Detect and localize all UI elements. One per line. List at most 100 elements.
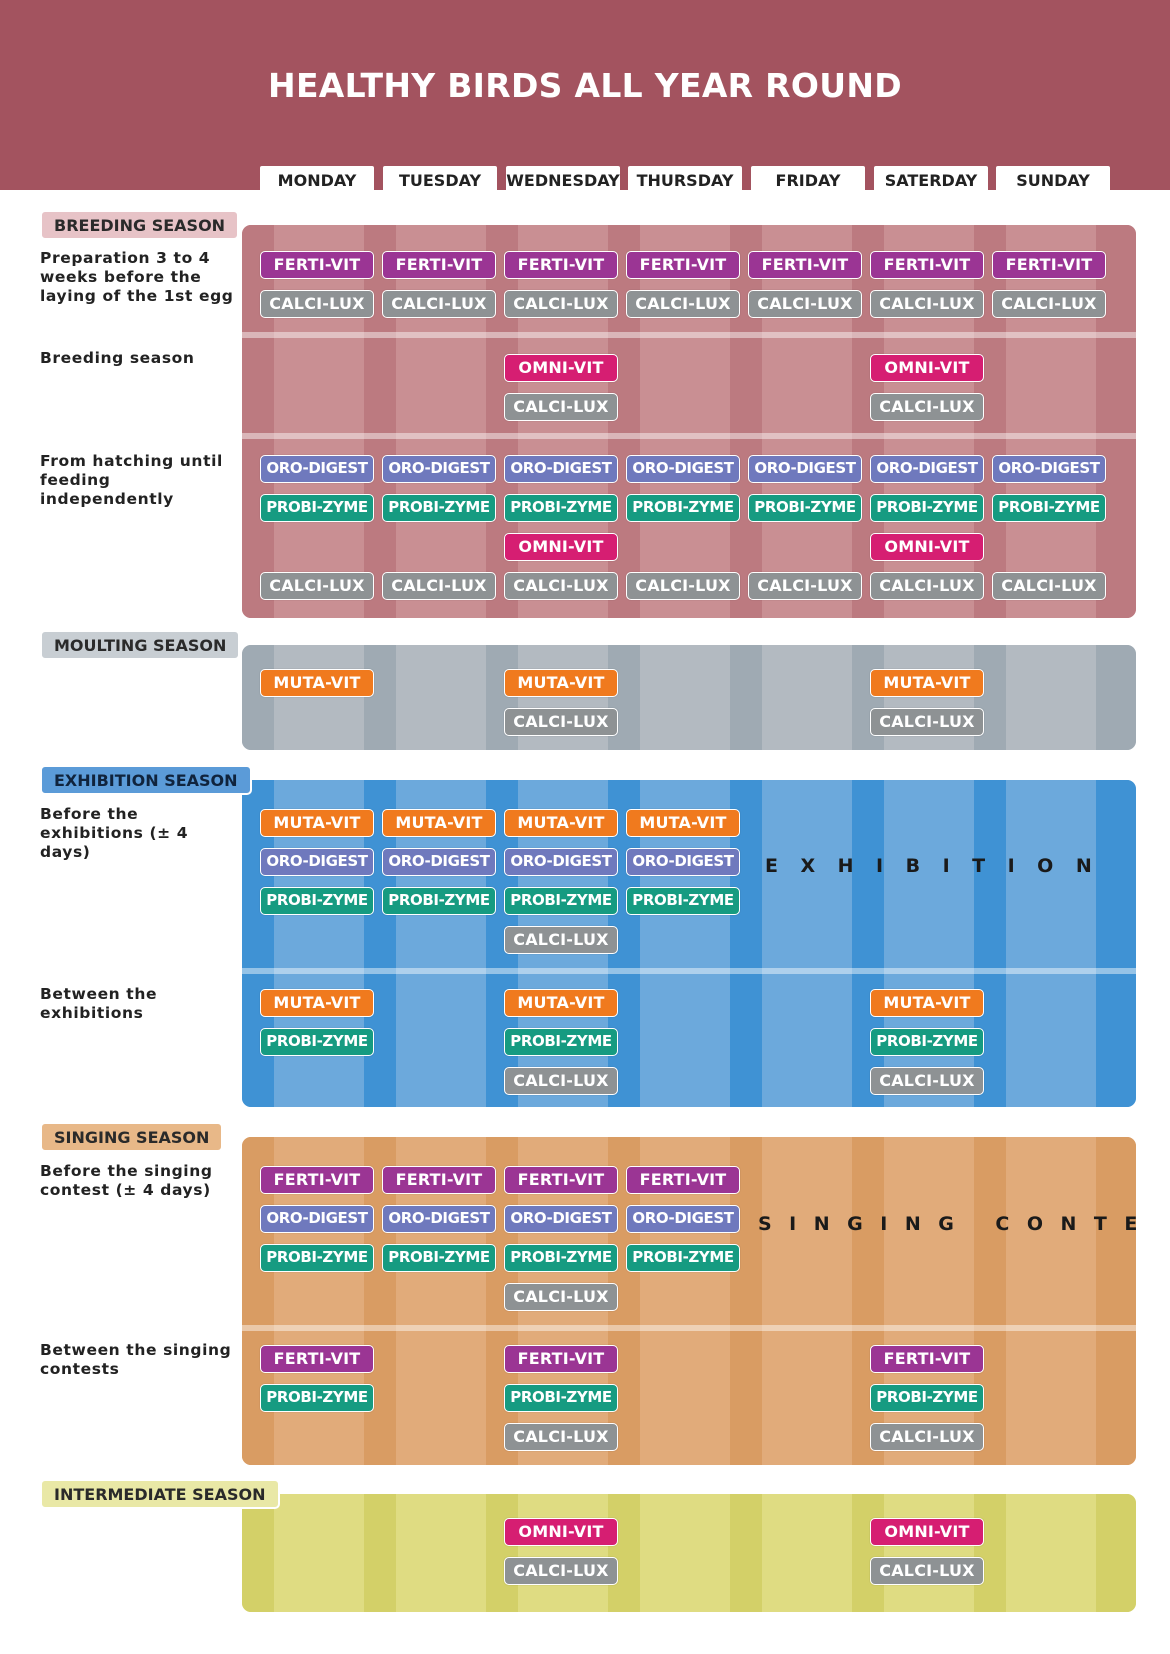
row-label-between-singing: Between the singing contests	[40, 1341, 232, 1378]
product-chip-calci-lux: CALCI-LUX	[504, 1423, 618, 1451]
product-chip-muta-vit: MUTA-VIT	[260, 989, 374, 1017]
product-chip-ferti-vit: FERTI-VIT	[626, 1166, 740, 1194]
product-chip-omni-vit: OMNI-VIT	[870, 533, 984, 561]
product-chip-probi-zyme: PROBI-ZYME	[504, 494, 618, 522]
day-header-monday: MONDAY	[260, 166, 374, 194]
product-chip-ferti-vit: FERTI-VIT	[748, 251, 862, 279]
product-chip-probi-zyme: PROBI-ZYME	[260, 1028, 374, 1056]
product-chip-ferti-vit: FERTI-VIT	[992, 251, 1106, 279]
product-chip-oro-digest: ORO-DIGEST	[626, 455, 740, 483]
product-chip-probi-zyme: PROBI-ZYME	[992, 494, 1106, 522]
product-chip-muta-vit: MUTA-VIT	[504, 669, 618, 697]
day-column-stripe	[364, 645, 396, 750]
product-chip-probi-zyme: PROBI-ZYME	[504, 1244, 618, 1272]
product-chip-muta-vit: MUTA-VIT	[382, 809, 496, 837]
product-chip-oro-digest: ORO-DIGEST	[870, 455, 984, 483]
product-chip-probi-zyme: PROBI-ZYME	[382, 1244, 496, 1272]
row-label-between-exhibitions: Between the exhibitions	[40, 985, 158, 1022]
product-chip-probi-zyme: PROBI-ZYME	[748, 494, 862, 522]
product-chip-probi-zyme: PROBI-ZYME	[870, 1028, 984, 1056]
day-column-stripe	[852, 1494, 884, 1612]
product-chip-calci-lux: CALCI-LUX	[382, 572, 496, 600]
day-column-stripe	[242, 225, 274, 618]
row-divider	[30, 968, 236, 972]
row-divider	[30, 435, 236, 439]
day-column-stripe	[852, 1137, 884, 1465]
product-chip-probi-zyme: PROBI-ZYME	[260, 1384, 374, 1412]
intermediate-season-label: INTERMEDIATE SEASON	[40, 1479, 280, 1509]
product-chip-muta-vit: MUTA-VIT	[870, 669, 984, 697]
product-chip-probi-zyme: PROBI-ZYME	[260, 1244, 374, 1272]
product-chip-probi-zyme: PROBI-ZYME	[870, 494, 984, 522]
row-divider	[30, 333, 236, 337]
product-chip-calci-lux: CALCI-LUX	[504, 708, 618, 736]
product-chip-oro-digest: ORO-DIGEST	[504, 848, 618, 876]
moulting-season-label: MOULTING SEASON	[40, 630, 241, 660]
day-column-stripe	[608, 1494, 640, 1612]
product-chip-calci-lux: CALCI-LUX	[870, 1067, 984, 1095]
product-chip-calci-lux: CALCI-LUX	[992, 572, 1106, 600]
product-chip-calci-lux: CALCI-LUX	[504, 290, 618, 318]
day-column-stripe	[730, 645, 762, 750]
header-banner: HEALTHY BIRDS ALL YEAR ROUND	[0, 0, 1170, 190]
product-chip-ferti-vit: FERTI-VIT	[260, 251, 374, 279]
day-column-stripe	[364, 225, 396, 618]
row-divider	[242, 968, 1136, 974]
row-label-before-exhibitions: Before the exhibitions (± 4 days)	[40, 805, 189, 861]
intermediate-schedule-grid: OMNI-VIT OMNI-VIT CALCI-LUX CALCI-LUX	[242, 1494, 1136, 1612]
day-column-stripe	[730, 1494, 762, 1612]
day-column-stripe	[1096, 1137, 1136, 1465]
product-chip-oro-digest: ORO-DIGEST	[504, 1205, 618, 1233]
product-chip-oro-digest: ORO-DIGEST	[260, 848, 374, 876]
product-chip-calci-lux: CALCI-LUX	[504, 926, 618, 954]
day-column-stripe	[1096, 780, 1136, 1107]
day-column-stripe	[1096, 645, 1136, 750]
row-divider	[242, 1325, 1136, 1331]
product-chip-calci-lux: CALCI-LUX	[992, 290, 1106, 318]
product-chip-ferti-vit: FERTI-VIT	[382, 251, 496, 279]
product-chip-probi-zyme: PROBI-ZYME	[504, 1028, 618, 1056]
product-chip-muta-vit: MUTA-VIT	[870, 989, 984, 1017]
day-column-stripe	[242, 1494, 274, 1612]
row-label-preparation: Preparation 3 to 4 weeks before the layi…	[40, 249, 234, 305]
product-chip-calci-lux: CALCI-LUX	[382, 290, 496, 318]
product-chip-muta-vit: MUTA-VIT	[626, 809, 740, 837]
product-chip-oro-digest: ORO-DIGEST	[382, 848, 496, 876]
singing-schedule-grid: SINGING CONTEST FERTI-VITFERTI-VITFERTI-…	[242, 1137, 1136, 1465]
product-chip-omni-vit: OMNI-VIT	[870, 354, 984, 382]
product-chip-calci-lux: CALCI-LUX	[870, 393, 984, 421]
day-header-sunday: SUNDAY	[996, 166, 1110, 194]
product-chip-oro-digest: ORO-DIGEST	[504, 455, 618, 483]
product-chip-muta-vit: MUTA-VIT	[260, 809, 374, 837]
day-column-stripe	[974, 1137, 1006, 1465]
product-chip-oro-digest: ORO-DIGEST	[626, 848, 740, 876]
product-chip-probi-zyme: PROBI-ZYME	[504, 1384, 618, 1412]
product-chip-calci-lux: CALCI-LUX	[870, 290, 984, 318]
product-chip-probi-zyme: PROBI-ZYME	[382, 494, 496, 522]
product-chip-omni-vit: OMNI-VIT	[870, 1518, 984, 1546]
row-divider	[242, 332, 1136, 338]
exhibition-season-label: EXHIBITION SEASON	[40, 765, 252, 795]
product-chip-ferti-vit: FERTI-VIT	[504, 1166, 618, 1194]
product-chip-calci-lux: CALCI-LUX	[626, 290, 740, 318]
product-chip-ferti-vit: FERTI-VIT	[870, 1345, 984, 1373]
product-chip-oro-digest: ORO-DIGEST	[992, 455, 1106, 483]
product-chip-omni-vit: OMNI-VIT	[504, 1518, 618, 1546]
product-chip-oro-digest: ORO-DIGEST	[260, 455, 374, 483]
product-chip-muta-vit: MUTA-VIT	[504, 809, 618, 837]
day-column-stripe	[242, 645, 274, 750]
product-chip-probi-zyme: PROBI-ZYME	[870, 1384, 984, 1412]
product-chip-calci-lux: CALCI-LUX	[870, 1557, 984, 1585]
product-chip-calci-lux: CALCI-LUX	[870, 572, 984, 600]
row-label-before-singing: Before the singing contest (± 4 days)	[40, 1162, 213, 1199]
product-chip-calci-lux: CALCI-LUX	[748, 572, 862, 600]
day-header-tuesday: TUESDAY	[383, 166, 497, 194]
product-chip-ferti-vit: FERTI-VIT	[382, 1166, 496, 1194]
product-chip-calci-lux: CALCI-LUX	[504, 1557, 618, 1585]
product-chip-oro-digest: ORO-DIGEST	[260, 1205, 374, 1233]
day-column-stripe	[364, 1494, 396, 1612]
day-column-stripe	[852, 780, 884, 1107]
product-chip-calci-lux: CALCI-LUX	[260, 290, 374, 318]
